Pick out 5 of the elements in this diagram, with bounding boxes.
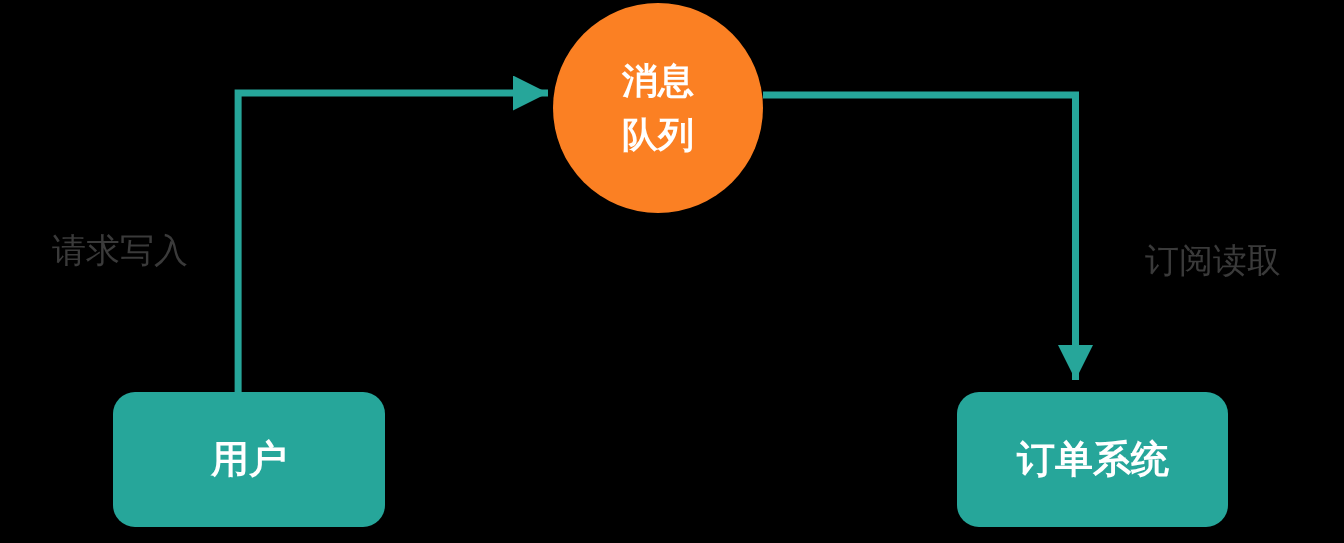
process-box: 用户: [113, 392, 385, 527]
edge-label: 订阅读取: [1145, 239, 1281, 282]
edge-label: 请求写入: [52, 229, 188, 272]
process-box: 订单系统: [957, 392, 1228, 527]
queue-circle: 消息队列: [553, 3, 763, 213]
